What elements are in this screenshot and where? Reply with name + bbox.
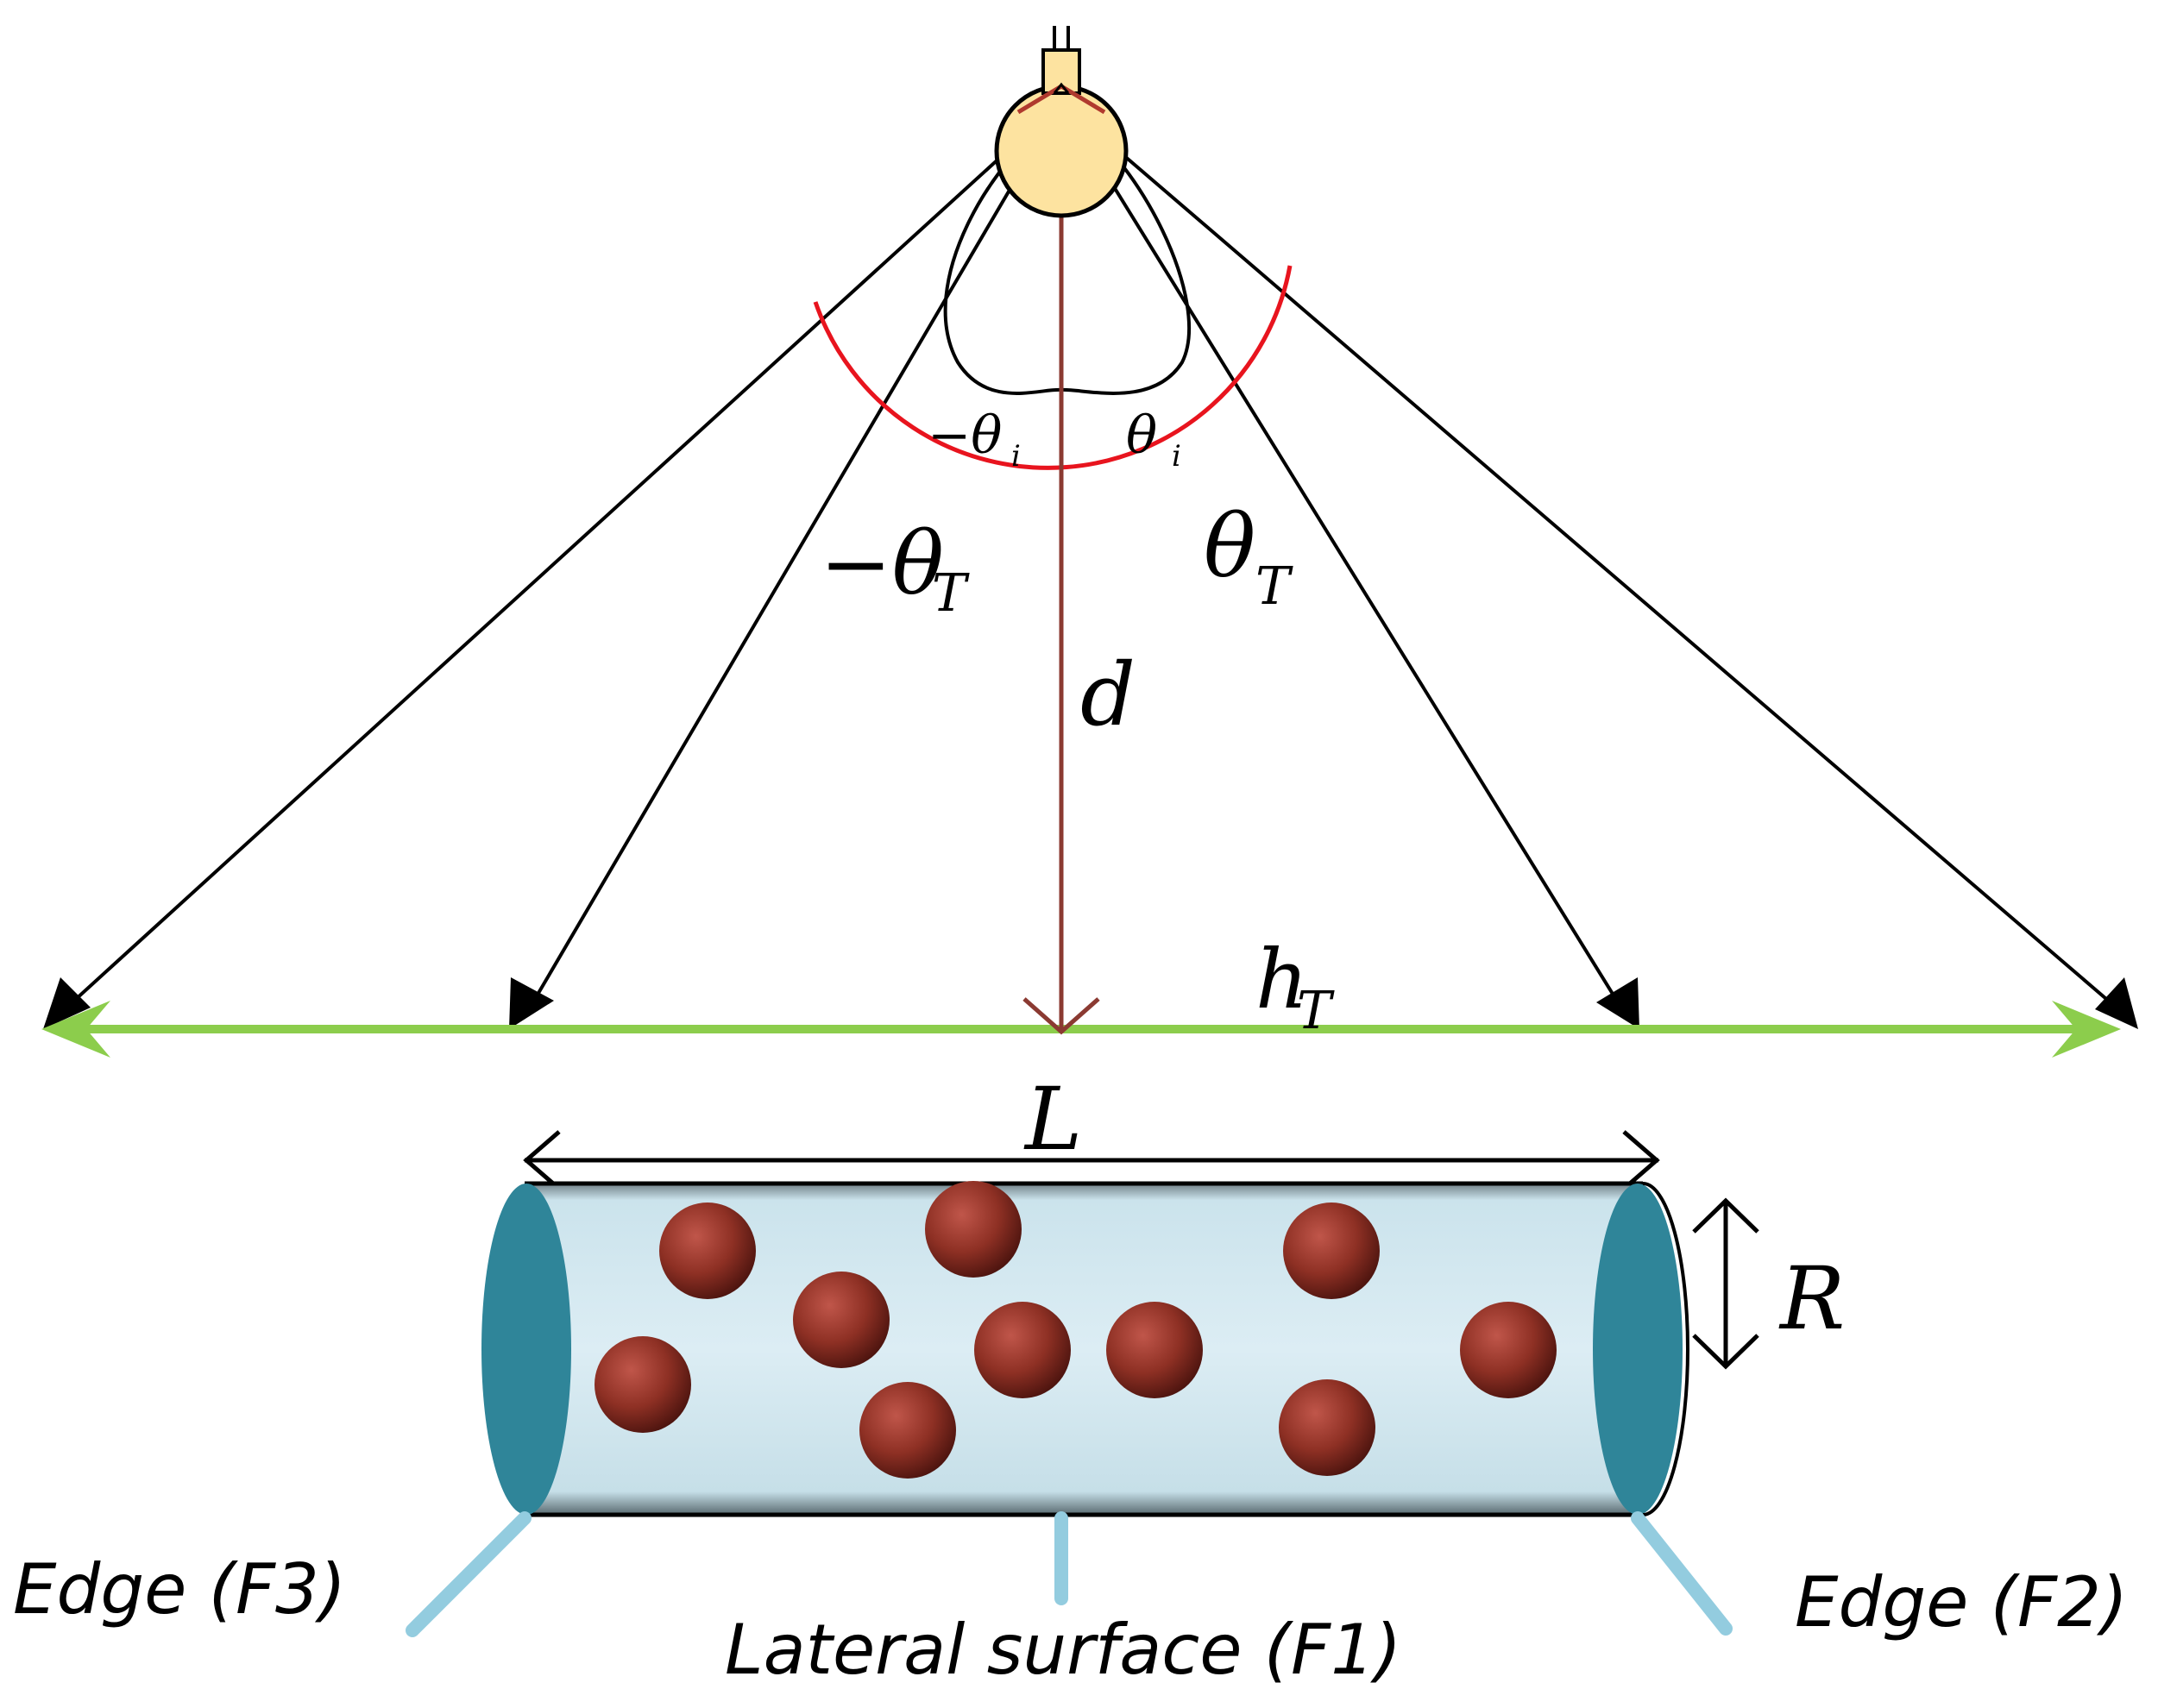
- particle: [974, 1302, 1071, 1398]
- particle: [793, 1272, 890, 1368]
- label-neg-theta-T: −θ T: [820, 513, 970, 624]
- svg-text:i: i: [1172, 439, 1181, 474]
- label-theta-T: θ T: [1204, 496, 1293, 617]
- svg-text:θ: θ: [1126, 405, 1157, 466]
- particle: [1279, 1379, 1375, 1476]
- label-radius: R: [1778, 1248, 1845, 1349]
- arrowhead-inner-left: [509, 977, 554, 1029]
- label-h-T: h T: [1255, 932, 1335, 1041]
- label-neg-theta-i: −θ i: [928, 405, 1021, 474]
- lightbulb-icon: [994, 26, 1129, 218]
- svg-text:T: T: [1255, 556, 1293, 617]
- ray-outer-left: [63, 100, 1063, 1011]
- fov-arc: [813, 265, 1293, 470]
- h-arrow-right: [2052, 1001, 2121, 1058]
- ray-arrowheads: [43, 977, 2138, 1029]
- svg-text:T: T: [1297, 981, 1335, 1041]
- arrowhead-outer-right: [2095, 977, 2138, 1029]
- label-distance: d: [1080, 644, 1136, 745]
- length-dimension: [523, 1130, 1660, 1190]
- ray-inner-right: [1060, 100, 1624, 1011]
- particle: [659, 1203, 756, 1299]
- tube-edge-left: [481, 1184, 571, 1515]
- svg-text:T: T: [932, 563, 970, 624]
- distance-ray: [1022, 108, 1100, 1035]
- svg-text:i: i: [1011, 439, 1021, 474]
- ray-outer-right: [1060, 100, 2120, 1011]
- surface-pointers: [406, 1511, 1733, 1637]
- svg-text:−θ: −θ: [928, 405, 1002, 466]
- radius-dimension: [1692, 1197, 1759, 1370]
- particle: [1283, 1203, 1380, 1299]
- svg-text:θ: θ: [1204, 496, 1255, 597]
- h-arrow-left: [41, 1001, 110, 1058]
- pointer-edge-left: [406, 1511, 532, 1637]
- particle: [595, 1336, 691, 1433]
- ray-inner-left: [527, 100, 1063, 1011]
- label-edge-left: Edge (F3): [13, 1549, 346, 1630]
- svg-text:−θ: −θ: [820, 513, 944, 614]
- svg-text:h: h: [1255, 932, 1308, 1027]
- light-rays: [63, 100, 2120, 1011]
- label-theta-i: θ i: [1126, 405, 1181, 474]
- particle: [859, 1382, 956, 1479]
- arrowhead-inner-right: [1596, 977, 1639, 1029]
- pointer-edge-right: [1631, 1511, 1733, 1636]
- particles: [595, 1181, 1557, 1479]
- label-lateral-surface: Lateral surface (F1): [725, 1610, 1401, 1690]
- label-edge-right: Edge (F2): [1795, 1562, 2128, 1642]
- particle: [1106, 1302, 1203, 1398]
- arrowhead-outer-left: [43, 977, 91, 1029]
- particle: [1460, 1302, 1557, 1398]
- label-length: L: [1023, 1069, 1082, 1170]
- h-line: [41, 1001, 2121, 1058]
- particle: [925, 1181, 1022, 1278]
- tube-edge-right: [1593, 1184, 1683, 1515]
